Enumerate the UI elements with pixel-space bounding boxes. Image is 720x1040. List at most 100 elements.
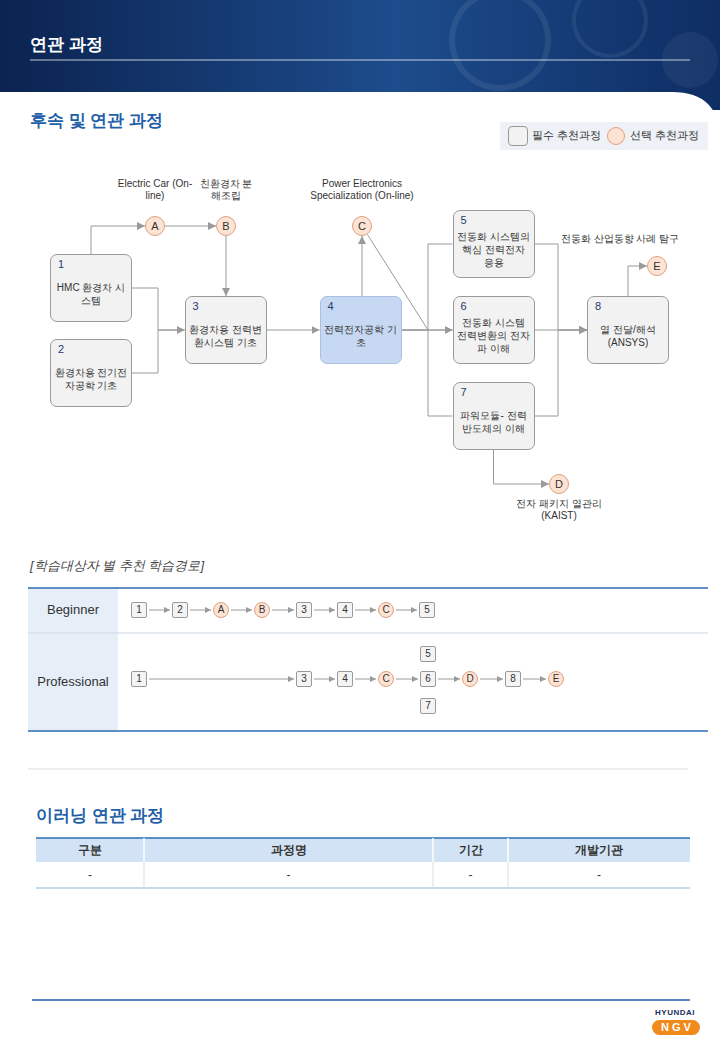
connector — [494, 450, 550, 484]
section-separator — [28, 769, 688, 770]
path-arrow — [314, 679, 335, 680]
row-header: Professional — [28, 674, 118, 690]
connector — [535, 330, 588, 416]
callout-number: 3 — [193, 300, 199, 313]
circle-letter: B — [216, 216, 236, 236]
callout-number: 7 — [461, 386, 467, 399]
connector — [165, 226, 216, 227]
circle-letter: D — [549, 474, 569, 494]
connector — [628, 266, 647, 296]
circle-letter: E — [647, 256, 667, 276]
path-arrow — [314, 610, 335, 611]
header-rule — [30, 60, 690, 61]
path-chip: 5 — [419, 602, 435, 618]
path-chip: 3 — [296, 671, 312, 687]
table-cell: - — [508, 868, 690, 883]
connector — [267, 330, 320, 331]
section-title: 이러닝 연관 과정 — [36, 805, 356, 826]
path-chip: 1 — [131, 671, 147, 687]
legend-swatch — [508, 126, 528, 146]
option-circle: AElectric Car (On-line) — [145, 216, 165, 236]
box-text: 환경차용 전력변환시스템 기초 — [189, 323, 263, 349]
path-arrow — [480, 679, 503, 680]
callout-number: 2 — [58, 343, 64, 356]
table-header-band — [36, 838, 690, 862]
option-circle: CPower Electronics Specialization (On-li… — [352, 216, 372, 236]
path-arrow — [149, 679, 294, 680]
box-text: 열 전달/해석 (ANSYS) — [591, 323, 665, 349]
path-arrow — [272, 610, 294, 611]
box-text: 전동화 시스템의 핵심 전력전자 응용 — [457, 230, 531, 269]
box-body: 전동화 시스템 전력변환의 전자파 이해 — [457, 312, 531, 359]
connector — [362, 236, 363, 296]
callout-number: 5 — [461, 214, 467, 227]
table-rule — [28, 730, 708, 732]
process-box: 3 환경차용 전력변환시스템 기초 — [185, 296, 267, 364]
header-decoration — [574, 0, 646, 56]
logo-mark: NGV — [652, 1020, 700, 1035]
path-arrow — [438, 679, 460, 680]
path-chip: B — [254, 602, 270, 618]
path-chip: 3 — [296, 602, 312, 618]
box-body: 환경차용 전기전자공학 기초 — [54, 355, 128, 402]
path-chip: 7 — [420, 698, 436, 714]
course-title: 전자 패키지 열관리 (KAIST) — [504, 498, 614, 522]
legend-text: 선택 추천과정 — [630, 129, 699, 142]
course-title: 친환경차 분해조립 — [199, 178, 253, 202]
path-arrow — [149, 610, 170, 611]
path-chip: 1 — [131, 602, 147, 618]
subheading: [학습대상자 별 추천 학습경로] — [30, 558, 350, 574]
box-body: 전력전자공학 기초 — [324, 312, 398, 359]
path-arrow — [190, 610, 211, 611]
box-body: 환경차용 전력변환시스템 기초 — [189, 312, 263, 359]
callout-number: 4 — [328, 300, 334, 313]
path-arrow — [231, 610, 252, 611]
logo-text: HYUNDAI — [640, 1008, 710, 1018]
table-rule — [36, 888, 690, 889]
path-chip: A — [213, 602, 229, 618]
path-chip: 6 — [420, 671, 436, 687]
option-circle: B친환경차 분해조립 — [216, 216, 236, 236]
circle-letter: C — [352, 216, 372, 236]
path-chip: C — [378, 671, 394, 687]
callout-number: 1 — [58, 258, 64, 271]
box-body: 열 전달/해석 (ANSYS) — [591, 312, 665, 359]
path-arrow — [355, 610, 376, 611]
page-header: 연관 과정 — [30, 34, 270, 55]
connector — [132, 330, 185, 373]
path-chip: 8 — [505, 671, 521, 687]
circle-shape — [550, 475, 569, 494]
box-text: HMC 환경차 시스템 — [54, 281, 128, 307]
connector — [226, 236, 227, 296]
path-chip: E — [548, 671, 564, 687]
path-arrow — [396, 679, 418, 680]
column-divider — [508, 862, 509, 888]
section-title: 후속 및 연관 과정 — [30, 110, 330, 131]
path-chip: D — [462, 671, 478, 687]
path-chip: 2 — [172, 602, 188, 618]
table-rule — [36, 837, 690, 839]
table-header: 개발기관 — [508, 843, 690, 858]
path-arrow — [523, 679, 546, 680]
process-box: 1HMC 환경차 시스템 — [50, 254, 132, 322]
callout-number: 8 — [595, 300, 601, 313]
legend-swatch — [607, 127, 625, 145]
legend-text: 필수 추천과정 — [532, 129, 601, 142]
table-cell: - — [433, 868, 508, 883]
connector — [132, 288, 185, 330]
column-divider — [143, 838, 145, 862]
circle-shape — [353, 217, 372, 236]
box-body: 전동화 시스템의 핵심 전력전자 응용 — [457, 226, 531, 273]
table-rule — [28, 633, 708, 634]
path-chip: 5 — [420, 646, 436, 662]
table-header: 기간 — [433, 843, 508, 858]
column-divider — [433, 862, 434, 888]
white-panel — [0, 92, 720, 1040]
connector — [535, 244, 588, 330]
header-decoration — [452, 0, 548, 88]
box-text: 파워모듈- 전력반도체의 이해 — [457, 409, 531, 435]
table-head-column — [28, 588, 118, 731]
connector — [402, 330, 453, 416]
